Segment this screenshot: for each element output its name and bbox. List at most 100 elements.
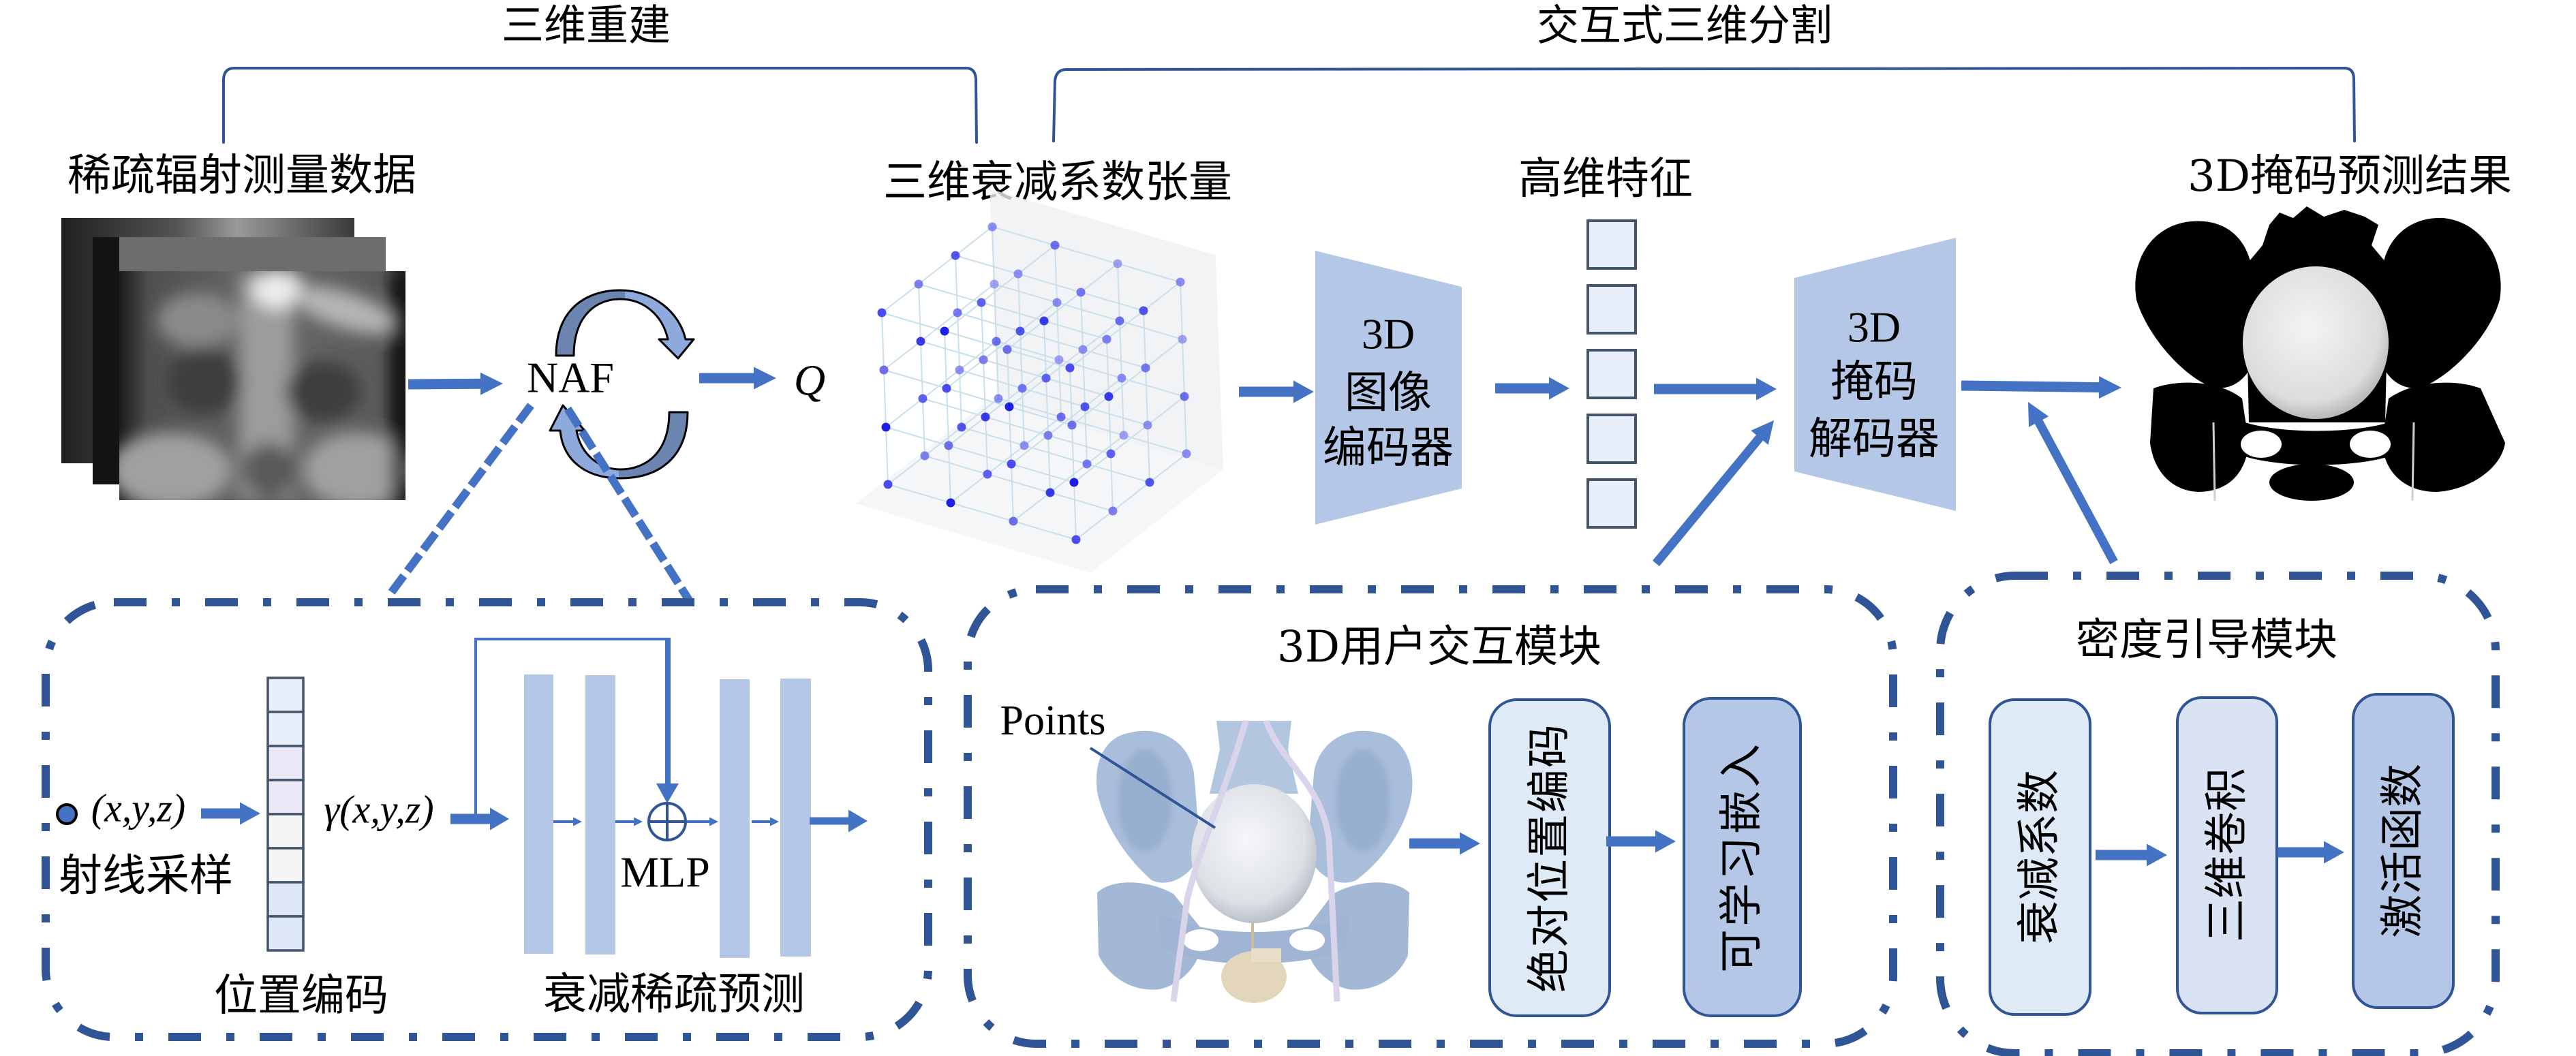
- arrow-density-step-1: [2096, 843, 2167, 867]
- image-encoder-block: [1315, 251, 1462, 525]
- lattice-line: [959, 369, 962, 428]
- lattice-line: [1086, 435, 1124, 465]
- lattice-line: [1119, 320, 1122, 379]
- lattice-point: [920, 451, 930, 461]
- bladder: [1191, 784, 1317, 923]
- lattice-line: [944, 302, 982, 332]
- lattice-line: [992, 226, 1056, 246]
- lattice-point: [1007, 459, 1016, 469]
- arrow-mlp-step: [553, 817, 582, 826]
- lattice-line: [944, 330, 947, 389]
- naf-detail-module: [42, 598, 932, 1041]
- ray-sample-point-icon: [56, 803, 78, 825]
- lattice-line: [946, 388, 949, 446]
- lattice-line: [983, 359, 986, 418]
- density-step-box: [2352, 693, 2455, 1009]
- points-leader-line: [1089, 747, 1216, 829]
- lattice-line: [1182, 339, 1185, 397]
- lattice-line: [1108, 396, 1111, 454]
- lattice-point: [1108, 506, 1118, 516]
- lattice-line: [1019, 330, 1023, 389]
- lattice-point: [1041, 373, 1051, 383]
- lattice-line: [883, 369, 887, 428]
- lattice-line: [1017, 273, 1021, 332]
- lattice-line: [961, 398, 999, 428]
- lattice-line: [983, 359, 1047, 379]
- section-title-segmentation: 交互式三维分割: [1537, 1, 1833, 50]
- lattice-point: [1143, 420, 1152, 430]
- lattice-line: [881, 283, 919, 313]
- lattice-line: [1073, 453, 1111, 483]
- lattice-line: [1049, 463, 1088, 493]
- lattice-point: [1013, 269, 1023, 279]
- lattice-line: [1075, 510, 1114, 540]
- lattice-line: [1043, 320, 1047, 379]
- lattice-line: [955, 226, 993, 256]
- lattice-line: [1184, 396, 1187, 454]
- lattice-line: [1019, 330, 1084, 350]
- lattice-line: [918, 283, 921, 342]
- label-mask-result: 3D掩码预测结果: [2188, 151, 2512, 202]
- lattice-line: [1084, 406, 1148, 426]
- decoder-label-line1: 3D: [1847, 303, 1901, 352]
- lattice-line: [1022, 388, 1086, 407]
- density-guidance-title: 密度引导模块: [2076, 615, 2337, 666]
- lattice-point: [983, 469, 992, 479]
- lattice-line: [1149, 453, 1187, 483]
- lattice-line: [1022, 388, 1025, 446]
- arrow-mlp-step: [615, 817, 643, 826]
- lattice-point: [992, 337, 1001, 346]
- lattice-line: [987, 473, 1051, 493]
- lattice-line: [883, 369, 947, 389]
- lattice-line: [1117, 263, 1120, 322]
- lattice-line: [948, 416, 986, 446]
- lattice-line: [994, 283, 997, 342]
- lattice-point: [1102, 335, 1111, 344]
- lattice-line: [1017, 245, 1056, 275]
- lattice-line: [944, 330, 1008, 350]
- mlp-label: MLP: [620, 848, 710, 897]
- lattice-point: [942, 384, 951, 393]
- lattice-line: [1009, 406, 1012, 465]
- lattice-line: [1121, 377, 1124, 436]
- decoder-label-line3: 解码器: [1809, 414, 1939, 465]
- lattice-line: [1119, 320, 1183, 340]
- lattice-line: [922, 398, 986, 418]
- lattice-line: [883, 341, 921, 371]
- lattice-point: [1002, 345, 1012, 354]
- attenuation-lattice: [855, 189, 1223, 573]
- lattice-line: [1056, 302, 1060, 360]
- lattice-point: [1145, 478, 1154, 487]
- lattice-line: [924, 455, 988, 475]
- density-step-label: 三维卷积: [2202, 768, 2252, 942]
- abs-position-encoding-label: 绝对位置编码: [1524, 723, 1575, 993]
- arrow-encoder-to-features: [1495, 377, 1569, 400]
- feature-cell: [1586, 284, 1637, 335]
- cycle-arrow-top-icon: [555, 289, 695, 360]
- learnable-embedding-box: [1683, 697, 1802, 1017]
- naf-output-q: Q: [794, 356, 825, 405]
- encoder-label-line2: 图像: [1345, 368, 1432, 418]
- lattice-point: [1141, 363, 1150, 373]
- lattice-line: [1024, 416, 1062, 446]
- mlp-layer: [780, 679, 811, 957]
- lattice-point: [1139, 306, 1148, 315]
- arrow-mlp-output: [810, 809, 868, 833]
- user-interaction-title: 3D用户交互模块: [1277, 622, 1601, 672]
- arrow-lattice-to-encoder: [1239, 380, 1314, 403]
- feature-cell: [1586, 349, 1637, 399]
- skip-arrowhead-icon: [656, 783, 679, 803]
- arrow-naf-to-q: [699, 367, 776, 390]
- pe-cell: [266, 677, 305, 713]
- lattice-line: [983, 330, 1021, 360]
- lattice-point: [914, 279, 923, 289]
- lattice-line: [1121, 377, 1185, 397]
- pe-cell: [266, 847, 305, 884]
- lattice-line: [948, 445, 1012, 465]
- ray-sampling-label: 射线采样: [59, 851, 233, 901]
- lattice-point: [1039, 316, 1049, 326]
- arrow-interaction-to-decoder: [1652, 420, 1774, 567]
- lattice-point: [918, 394, 927, 403]
- lattice-point: [1056, 412, 1066, 422]
- lattice-point: [1076, 288, 1086, 297]
